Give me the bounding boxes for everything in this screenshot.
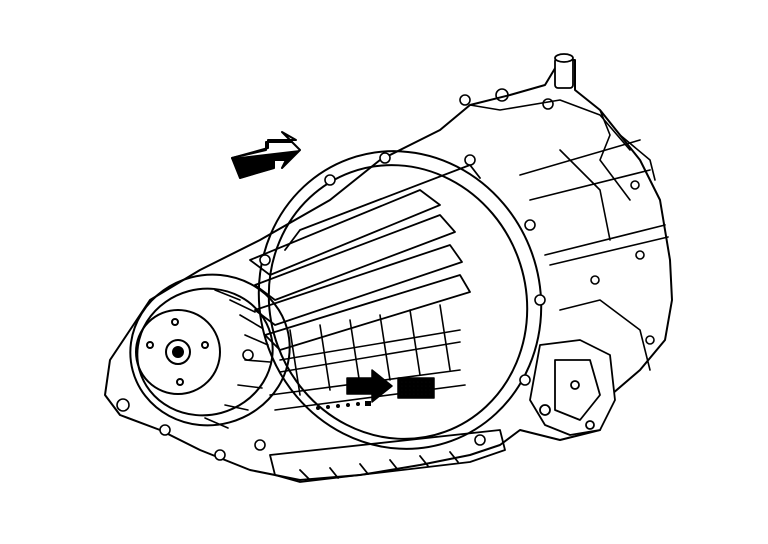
case-flange-ring: [257, 150, 543, 450]
id-label-pointer-arrow: [346, 369, 393, 403]
flange-bolt-hole: [171, 318, 179, 326]
bell-housing-inner: [136, 287, 274, 417]
rear-case-details: [459, 88, 669, 371]
input-flange-hub: [165, 339, 191, 365]
case-ribs: [249, 164, 481, 351]
transmission-case-outline: [104, 59, 673, 481]
oil-pan: [269, 429, 506, 483]
case-flange-ring-inner: [267, 164, 529, 440]
input-flange: [135, 309, 221, 395]
bell-housing-ribs: [204, 289, 271, 429]
case-holes-row: [316, 401, 371, 410]
flange-bolt-hole: [176, 378, 184, 386]
input-shaft: [172, 346, 184, 358]
identification-label: [397, 377, 435, 399]
electrical-connector: [529, 339, 616, 436]
front-direction-arrow: [231, 131, 301, 179]
flange-bolts: [242, 152, 546, 451]
mounting-bosses: [116, 398, 226, 461]
bell-housing-rim: [129, 273, 291, 427]
vent-tube: [554, 53, 574, 89]
flange-bolt-hole: [146, 341, 154, 349]
flange-bolt-hole: [201, 341, 209, 349]
